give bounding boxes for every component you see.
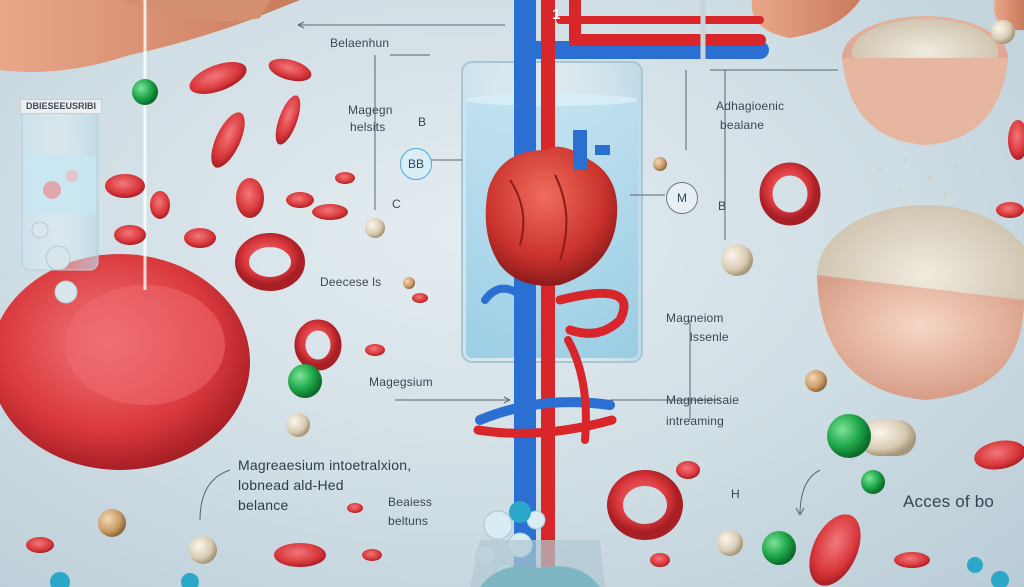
label-right-top-2: bealane	[720, 118, 765, 132]
label-letter-b-left: B	[418, 115, 427, 129]
label-letter-h: H	[731, 487, 740, 501]
label-right-top-1: Adhagioenic	[716, 99, 785, 113]
label-far-right: Acces of bo	[903, 492, 995, 511]
label-left-low: Magegsium	[369, 375, 433, 389]
label-bottom-left-3: belance	[238, 497, 289, 513]
label-bottom-left-2: lobnead ald-Hed	[238, 477, 344, 493]
label-top-left: Belaenhun	[330, 36, 390, 50]
label-bottom-center-1: Beaiess	[388, 495, 433, 509]
circle-label-m: M	[666, 182, 698, 214]
label-bottom-left-1: Magreaesium intoetralxion,	[238, 457, 412, 473]
label-left-upper-2: helsits	[350, 120, 386, 134]
label-bottom-center-2: beltuns	[388, 514, 429, 528]
label-right-low-2: intreaming	[666, 414, 725, 428]
label-letter-b-right: B	[718, 199, 727, 213]
label-right-low-1: Magneieisaie	[666, 393, 740, 407]
label-letter-c: C	[392, 197, 401, 211]
label-left-mid: Deecese ls	[320, 275, 382, 289]
vessel-number: 1	[552, 6, 561, 23]
label-right-mid-2: lssenle	[690, 330, 729, 344]
label-right-mid-1: Magneiom	[666, 311, 724, 325]
vial-label: DBIESEEUSRIBI	[20, 99, 102, 114]
circle-label-bb: BB	[400, 148, 432, 180]
label-left-upper-1: Magegn	[348, 103, 393, 117]
